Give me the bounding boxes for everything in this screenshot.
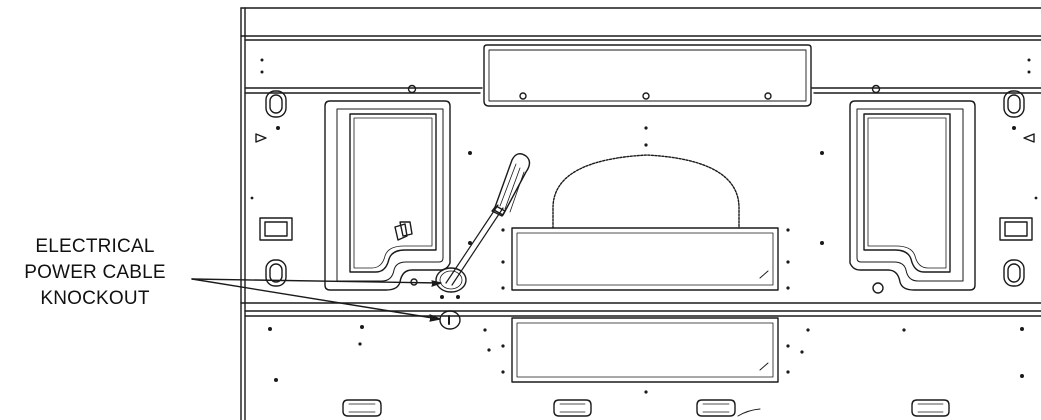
- bottom-handles: [342, 399, 950, 417]
- fastener-dots: [250, 58, 1038, 394]
- side-slots: [255, 90, 1035, 287]
- callout-leaders: [191, 278, 442, 322]
- callout-line-1: ELECTRICAL: [35, 236, 155, 257]
- screwdriver-icon: [445, 153, 531, 286]
- callout-line-2: POWER CABLE: [24, 262, 166, 283]
- right-panel-cutout: [849, 100, 976, 294]
- knockout-callout-label: ELECTRICAL POWER CABLE KNOCKOUT: [0, 234, 190, 312]
- cabinet-frame: [240, 7, 1041, 420]
- callout-line-3: KNOCKOUT: [40, 288, 150, 309]
- left-panel-cutout: [324, 100, 451, 291]
- center-cutouts: [511, 154, 779, 383]
- top-bracket: [407, 44, 881, 107]
